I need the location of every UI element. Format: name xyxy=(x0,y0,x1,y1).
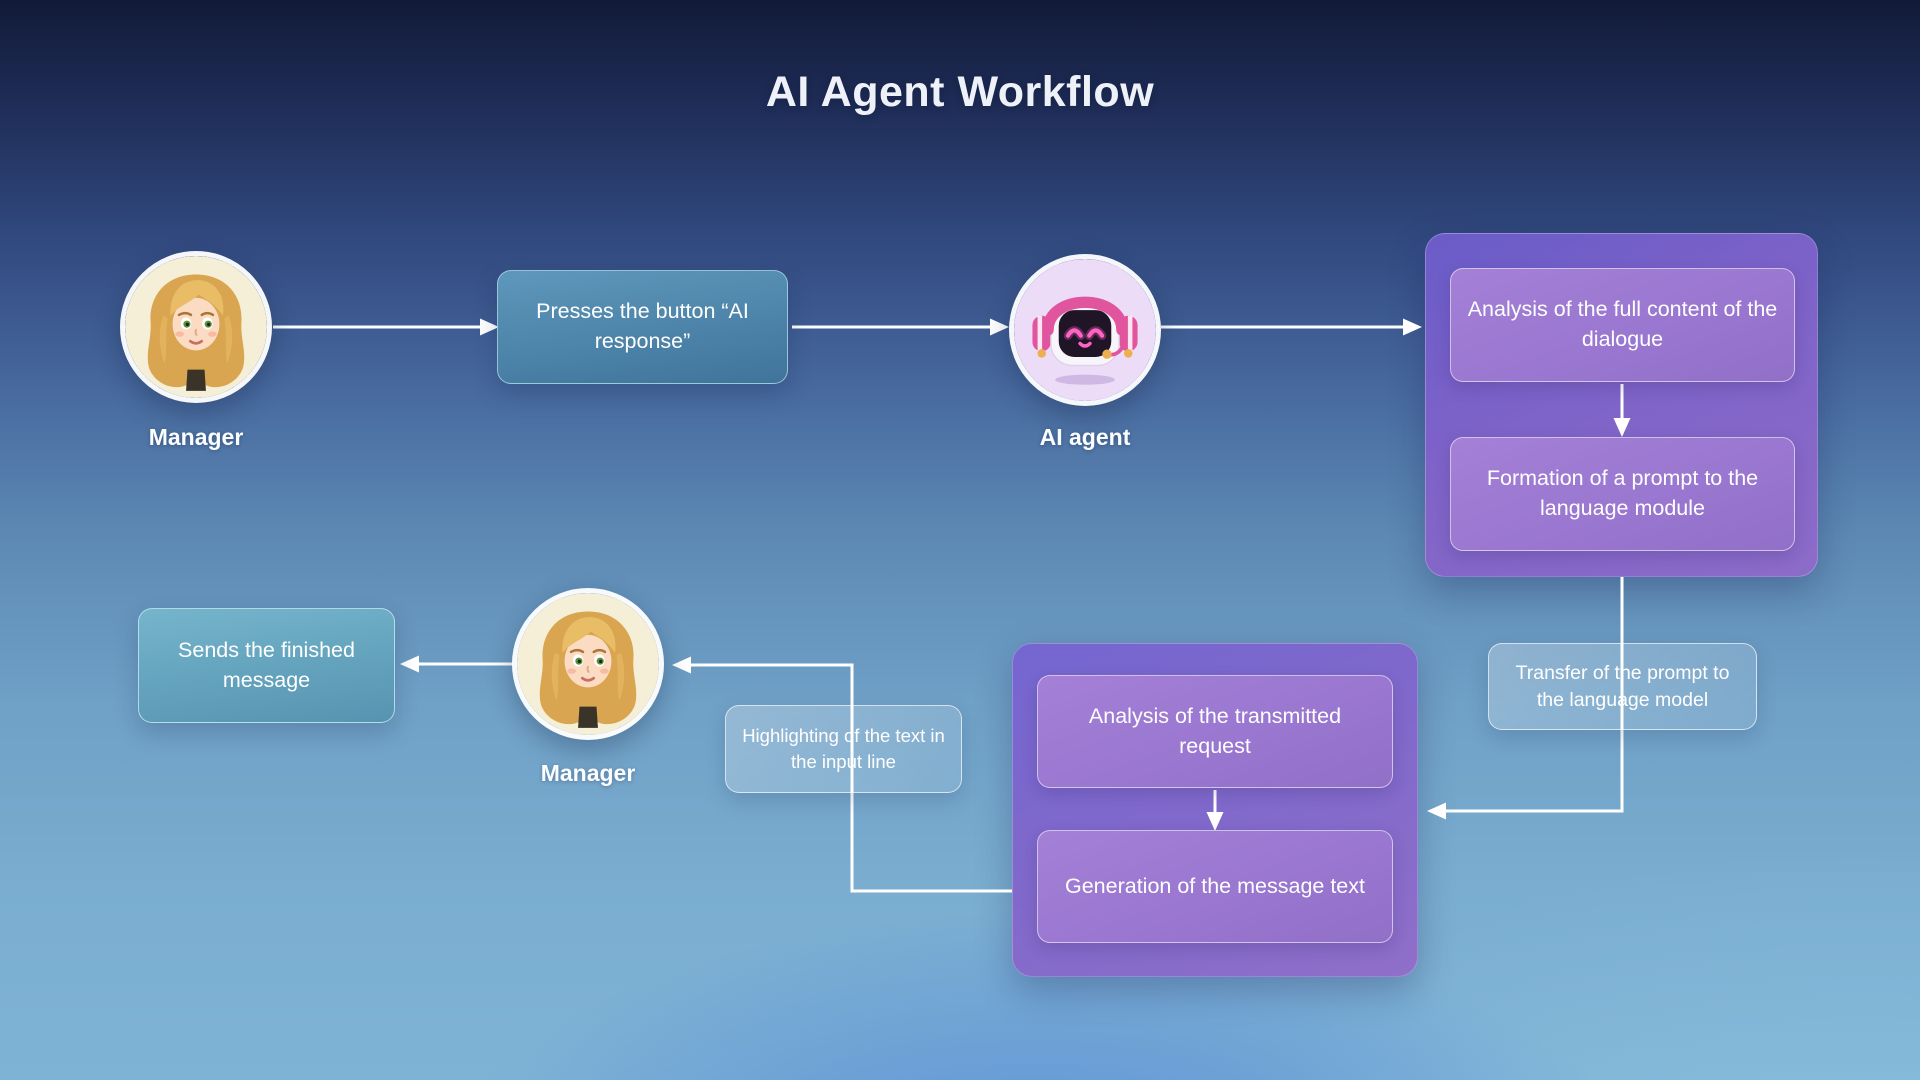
ai-agent-avatar xyxy=(1009,254,1161,406)
connector-transfer-to-model-group xyxy=(1427,577,1624,820)
arrow-analysis-to-formation xyxy=(1613,384,1631,437)
node-sends-message: Sends the finished message xyxy=(138,608,395,723)
arrow-agent-to-analysis xyxy=(1161,318,1422,336)
node-highlighting-text: Highlighting of the text in the input li… xyxy=(725,705,962,793)
robot-headset-illustration xyxy=(1014,259,1156,401)
manager-bottom-avatar xyxy=(512,588,664,740)
manager-top-avatar xyxy=(120,251,272,403)
manager-woman-illustration xyxy=(517,593,659,735)
arrow-manager-to-sends xyxy=(400,655,513,673)
node-generation-text: Generation of the message text xyxy=(1037,830,1393,943)
ai-agent-label: AI agent xyxy=(1039,424,1131,450)
node-formation-prompt: Formation of a prompt to the language mo… xyxy=(1450,437,1795,551)
node-transfer-prompt: Transfer of the prompt to the language m… xyxy=(1488,643,1757,730)
arrow-button-to-agent xyxy=(792,318,1009,336)
manager-top-label: Manager xyxy=(148,424,244,450)
manager-woman-illustration xyxy=(125,256,267,398)
manager-bottom-label: Manager xyxy=(540,760,636,786)
node-analysis-dialogue: Analysis of the full content of the dial… xyxy=(1450,268,1795,382)
arrow-manager-to-button xyxy=(273,318,499,336)
page-title: AI Agent Workflow xyxy=(765,68,1155,116)
connector-generation-to-manager xyxy=(672,656,1012,893)
node-analysis-request: Analysis of the transmitted request xyxy=(1037,675,1393,788)
arrow-request-to-generation xyxy=(1206,790,1224,831)
node-press-button: Presses the button “AI response” xyxy=(497,270,788,384)
